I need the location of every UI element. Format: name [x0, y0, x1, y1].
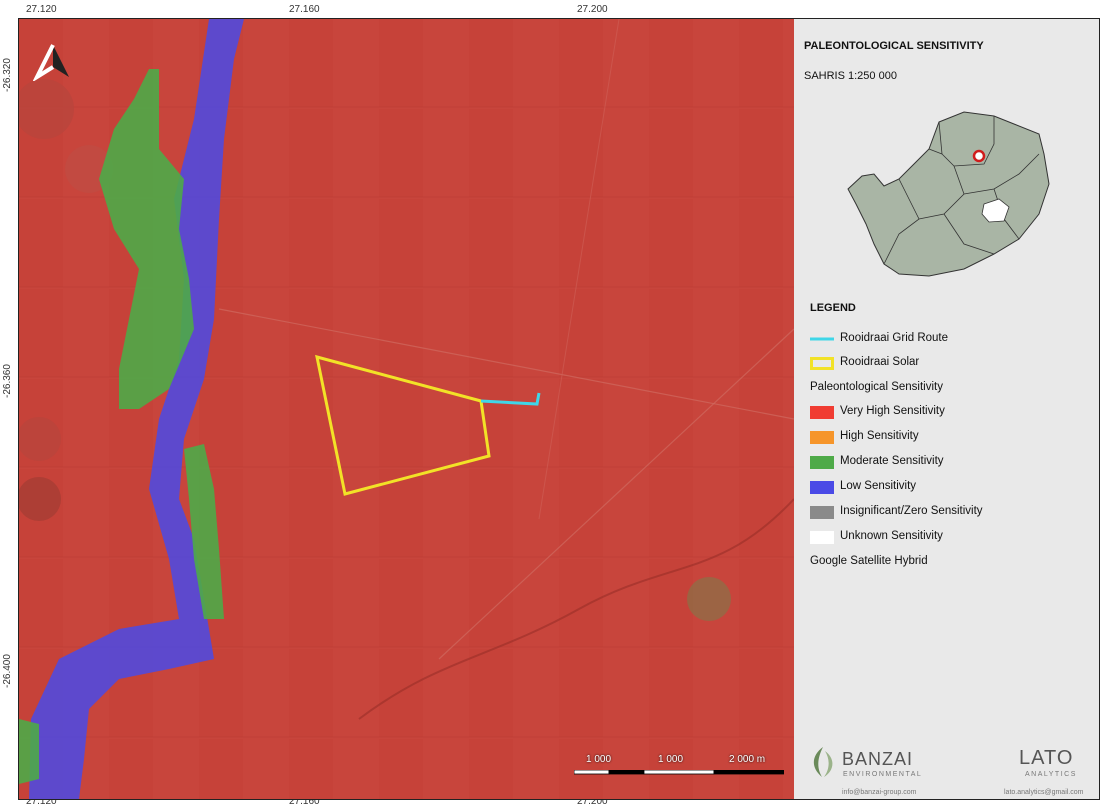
map-canvas[interactable]: 1 000 1 000 2 000 m [18, 18, 795, 800]
scale-label-3: 2 000 m [729, 754, 766, 765]
road-line [438, 328, 794, 660]
pivot-field [19, 79, 74, 139]
legend-title: LEGEND [810, 302, 856, 314]
lesotho-outline [981, 198, 1010, 223]
lato-logo: LATO ANALYTICS lato.analytics@gmail.com [1004, 739, 1094, 799]
bottom-tick-2: 27.160 [289, 796, 320, 807]
left-tick-2: -26.360 [2, 364, 13, 398]
lato-email: lato.analytics@gmail.com [1004, 789, 1084, 796]
legend-panel: PALEONTOLOGICAL SENSITIVITY SAHRIS 1:250… [794, 18, 1100, 800]
legend-heading-sensitivity: Paleontological Sensitivity [810, 381, 943, 393]
grid-route-swatch [810, 333, 834, 346]
north-arrow-icon [32, 41, 73, 83]
solar-swatch [810, 357, 834, 370]
legend-basemap-label: Google Satellite Hybrid [810, 555, 928, 567]
top-tick-3: 27.200 [577, 4, 608, 15]
scale-label-2: 1 000 [658, 754, 684, 765]
lato-sub: ANALYTICS [1025, 771, 1077, 778]
banzai-name: BANZAI [842, 749, 914, 769]
scale-bar: 1 000 1 000 2 000 m [574, 754, 784, 784]
banzai-logo: BANZAI ENVIRONMENTAL info@banzai-group.c… [804, 739, 944, 799]
bottom-tick-1: 27.120 [26, 796, 57, 807]
moderate-swatch [810, 456, 834, 469]
site-location-marker-icon [972, 149, 986, 163]
very-high-swatch [810, 406, 834, 419]
rooidraai-solar-outline[interactable] [315, 354, 491, 496]
banzai-email: info@banzai-group.com [842, 789, 917, 796]
unknown-swatch [810, 531, 834, 544]
top-tick-1: 27.120 [26, 4, 57, 15]
moderate-sensitivity-area [19, 719, 39, 784]
low-swatch [810, 481, 834, 494]
top-tick-2: 27.160 [289, 4, 320, 15]
banzai-leaf-icon [813, 747, 833, 777]
road-line [218, 308, 794, 420]
high-swatch [810, 431, 834, 444]
pivot-field [19, 477, 61, 521]
scale-label-1: 1 000 [586, 754, 612, 765]
panel-title: PALEONTOLOGICAL SENSITIVITY [804, 40, 984, 52]
insignificant-swatch [810, 506, 834, 519]
panel-subtitle: SAHRIS 1:250 000 [804, 70, 897, 82]
left-tick-3: -26.400 [2, 654, 13, 688]
moderate-sensitivity-area [184, 444, 224, 619]
drainage-line [358, 498, 794, 720]
bottom-tick-3: 27.200 [577, 796, 608, 807]
banzai-sub: ENVIRONMENTAL [843, 771, 923, 778]
sensitivity-map[interactable] [19, 19, 794, 799]
track-line [538, 19, 620, 520]
pivot-field [19, 417, 61, 461]
low-sensitivity-river [29, 19, 244, 799]
rooidraai-grid-route[interactable] [480, 392, 541, 406]
inset-locator-map [847, 111, 1050, 277]
pivot-field [687, 577, 731, 621]
lato-name: LATO [1019, 747, 1074, 769]
moderate-sensitivity-area [99, 69, 194, 409]
left-tick-1: -26.320 [2, 58, 13, 92]
country-outline [847, 111, 1050, 277]
